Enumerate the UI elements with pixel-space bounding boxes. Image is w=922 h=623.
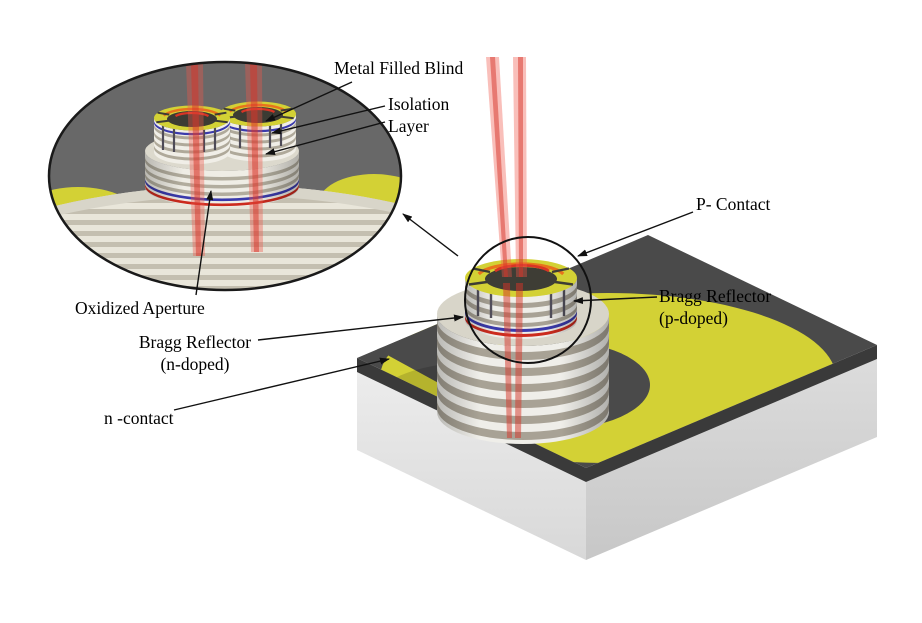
label-bragg-reflector-n: Bragg Reflector (n-doped) — [133, 331, 257, 375]
arrow-p-contact — [577, 211, 694, 257]
ring-via-slots — [468, 267, 574, 286]
label-isolation-line1: Isolation — [388, 94, 450, 114]
arrow-metal-filled-blind — [265, 81, 353, 122]
arrow-isolation-lower — [265, 121, 386, 156]
inset-laser-beams — [186, 63, 263, 256]
bragg-reflector-n-mesa — [437, 282, 609, 444]
laser-beams-main — [486, 57, 527, 277]
label-p-contact-text: P- Contact — [696, 194, 771, 214]
arrow-n-contact — [173, 357, 390, 411]
label-n-contact: n -contact — [104, 407, 173, 429]
label-bragg-reflector-p: Bragg Reflector (p-doped) — [659, 285, 771, 329]
arrow-bragg-p — [573, 296, 658, 305]
label-n-contact-text: n -contact — [104, 408, 174, 428]
arrow-isolation-upper — [271, 105, 386, 135]
inset-mesa-right — [220, 101, 296, 162]
arrow-oxidized-aperture — [195, 190, 214, 296]
label-p-contact: P- Contact — [696, 193, 770, 215]
substrate-front-left-face — [357, 372, 586, 560]
label-oxidized-aperture-text: Oxidized Aperture — [75, 298, 205, 318]
inset-mesa-left — [154, 105, 230, 165]
inset-ring-left-slots — [156, 111, 228, 124]
label-isolation-line2: Layer — [388, 116, 429, 136]
label-isolation-layer: Isolation Layer — [388, 93, 449, 137]
label-metal-filled-blind-text: Metal Filled Blind — [334, 58, 464, 78]
label-oxidized-aperture: Oxidized Aperture — [75, 297, 205, 319]
substrate-dark-band-right — [586, 345, 877, 482]
annotation-arrows — [173, 81, 694, 411]
inset-magnifier-outline — [47, 60, 403, 292]
arrow-inset-link — [402, 213, 459, 257]
arrow-bragg-n — [257, 314, 464, 341]
inset-magnified-view — [49, 62, 401, 290]
label-metal-filled-blind: Metal Filled Blind — [334, 57, 463, 79]
label-bragg-n-line2: (n-doped) — [160, 354, 230, 374]
label-bragg-n-line1: Bragg Reflector — [138, 332, 252, 352]
p-contact-ring-inner — [485, 267, 557, 291]
label-bragg-p-line1: Bragg Reflector — [659, 286, 772, 306]
substrate-front-right-face — [586, 359, 877, 560]
label-bragg-p-line2: (p-doped) — [659, 308, 729, 328]
p-contact-ring — [465, 259, 577, 297]
